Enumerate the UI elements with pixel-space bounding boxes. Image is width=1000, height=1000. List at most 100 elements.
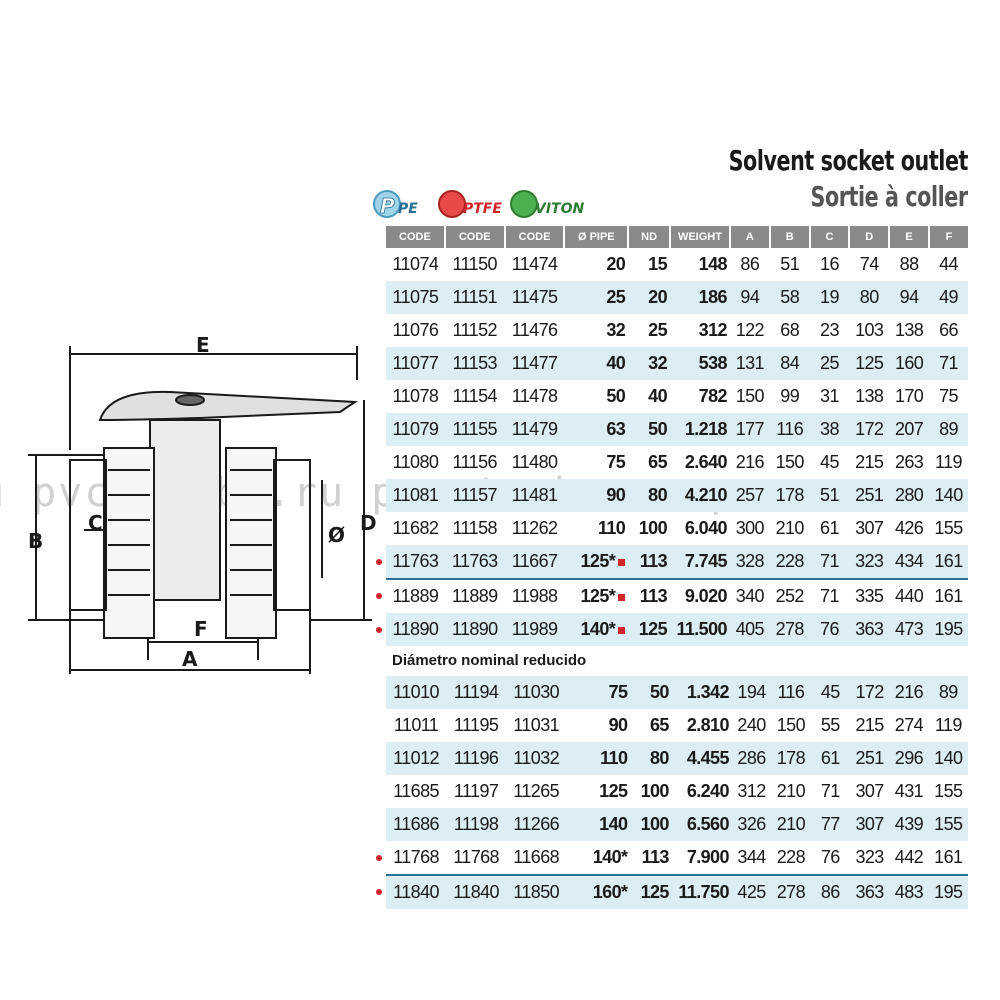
label-c: C — [88, 511, 103, 535]
cell-f: 155 — [934, 781, 963, 801]
header-code-1: CODE — [386, 226, 446, 248]
cell-nd: 40 — [648, 386, 667, 406]
cell-w: 11.500 — [669, 613, 730, 646]
cell-f: 161 — [929, 545, 968, 580]
cell-d: 363 — [849, 875, 890, 909]
cell-d: 172 — [849, 413, 890, 446]
cell-pipe: 125 — [599, 781, 628, 801]
cell-nd: 100 — [638, 518, 668, 538]
red-square-icon — [618, 626, 626, 634]
cell-e: 483 — [889, 875, 929, 909]
svg-text:P: P — [380, 194, 395, 218]
cell-nd: 25 — [648, 320, 667, 340]
cell-c2: 11196 — [446, 742, 507, 775]
cell-w: 9.020 — [684, 586, 728, 606]
cell-w: 7.745 — [669, 545, 730, 580]
cell-e: 431 — [894, 781, 924, 801]
cell-a: 425 — [731, 875, 772, 909]
page-title: Solvent socket outlet — [728, 144, 969, 177]
cell-nd: 20 — [628, 281, 670, 314]
cell-nd: 113 — [639, 586, 668, 606]
header-c: C — [809, 226, 851, 248]
cell-a: 312 — [737, 781, 766, 801]
cell-c2: 11763 — [444, 545, 505, 580]
cell-c1: 11682 — [392, 518, 439, 538]
viton-logo-text: VITON — [535, 201, 584, 217]
cell-c3: 11032 — [506, 742, 567, 775]
cell-c3: 11266 — [506, 808, 567, 841]
cell-pipe: 75 — [566, 676, 631, 709]
cell-f: 49 — [929, 281, 968, 314]
cell-e: 94 — [889, 281, 929, 314]
cell-d: 215 — [855, 452, 884, 472]
ptfe-logo-icon: PTFE — [438, 190, 502, 218]
cell-nd: 50 — [630, 676, 672, 709]
cell-c2: 11890 — [444, 613, 505, 646]
cell-b: 150 — [776, 715, 806, 735]
cell-c: 77 — [810, 808, 850, 841]
cell-b: 210 — [775, 518, 805, 538]
cell-w: 4.455 — [671, 742, 732, 775]
header-nd: ND — [628, 226, 671, 248]
cell-nd: 100 — [640, 781, 670, 801]
label-b: B — [28, 529, 43, 553]
cell-e: 426 — [894, 518, 924, 538]
cell-f: 119 — [934, 715, 963, 735]
cell-f: 75 — [939, 386, 958, 406]
cell-c3: 11667 — [504, 545, 565, 580]
cell-d: 80 — [849, 281, 890, 314]
cell-c1: 11763 — [386, 545, 445, 580]
cell-c3: 11481 — [504, 479, 565, 512]
red-bullet-icon — [376, 855, 382, 861]
cell-w: 7.900 — [671, 841, 732, 876]
cell-c3: 11989 — [504, 613, 565, 646]
cell-d: 125 — [849, 347, 890, 380]
cell-w: 148 — [698, 254, 728, 274]
cell-c: 76 — [809, 613, 850, 646]
cell-b: 228 — [771, 841, 811, 876]
cell-b: 150 — [775, 452, 805, 472]
cell-c: 71 — [820, 781, 840, 801]
cell-a: 344 — [731, 841, 772, 876]
cell-nd: 125 — [628, 613, 670, 646]
cell-b: 116 — [769, 413, 810, 446]
cell-pipe: 40 — [564, 347, 629, 380]
cell-d: 335 — [855, 586, 884, 606]
cell-c: 71 — [809, 545, 850, 580]
section-label: Diámetro nominal reducido — [392, 652, 587, 669]
cell-f: 66 — [939, 320, 958, 340]
cell-c2: 11152 — [452, 320, 498, 340]
cell-b: 210 — [776, 781, 806, 801]
cell-b: 58 — [769, 281, 810, 314]
cell-b: 84 — [769, 347, 810, 380]
cell-d: 74 — [859, 254, 879, 274]
cell-a: 286 — [731, 742, 772, 775]
cell-c1: 11890 — [386, 613, 445, 646]
cell-c: 45 — [810, 676, 850, 709]
cell-c2: 11150 — [452, 254, 498, 274]
cell-w: 782 — [698, 386, 728, 406]
cell-a: 150 — [735, 386, 765, 406]
cell-e: 160 — [889, 347, 929, 380]
cell-nd: 15 — [648, 254, 667, 274]
cell-c2: 11151 — [444, 281, 505, 314]
red-square-icon — [618, 558, 626, 566]
cell-c3: 11478 — [511, 386, 558, 406]
cell-nd: 113 — [630, 841, 672, 876]
cell-e: 440 — [894, 586, 924, 606]
red-bullet-icon — [376, 626, 382, 633]
cell-w: 538 — [669, 347, 730, 380]
cell-c1: 11685 — [393, 781, 439, 801]
cell-pipe: 140* — [566, 841, 631, 876]
